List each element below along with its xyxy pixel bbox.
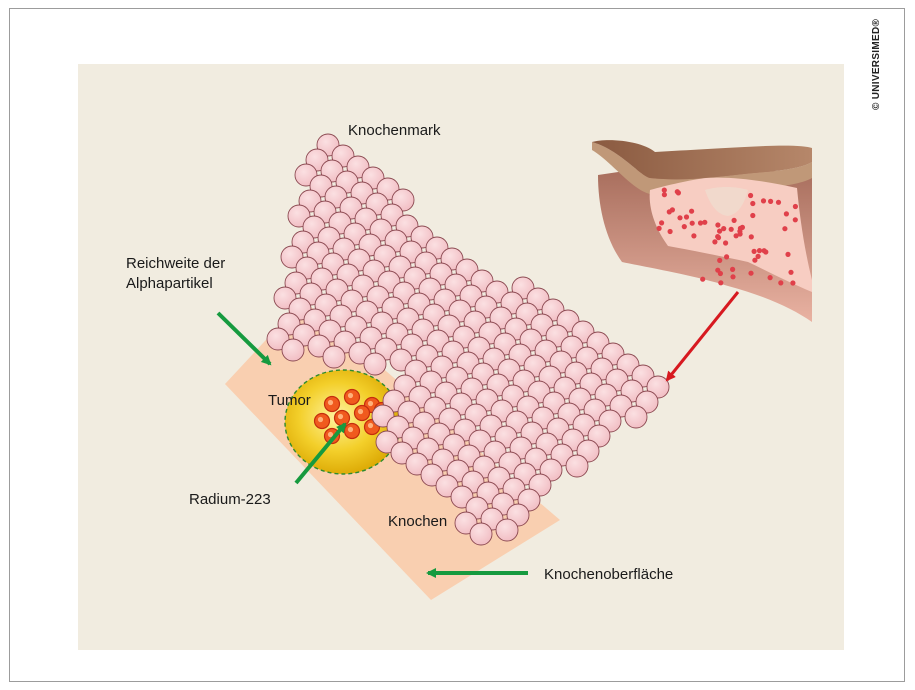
inset-marrow-dot <box>724 254 729 259</box>
inset-marrow-dot <box>723 240 728 245</box>
inset-marrow-dot <box>778 280 783 285</box>
inset-marrow-dot <box>675 189 680 194</box>
inset-marrow-dot <box>782 226 787 231</box>
label-range-line1: Reichweite der <box>126 254 225 273</box>
inset-marrow-dot <box>662 188 667 193</box>
marrow-cell <box>566 455 588 477</box>
inset-marrow-dot <box>684 214 689 219</box>
copyright-notice: © UNIVERSIMED® <box>871 19 882 110</box>
marrow-cell <box>364 353 386 375</box>
inset-marrow-dot <box>689 209 694 214</box>
inset-marrow-dot <box>748 193 753 198</box>
inset-marrow-dot <box>717 258 722 263</box>
inset-marrow-dot <box>784 211 789 216</box>
inset-marrow-dot <box>738 231 743 236</box>
marrow-cell <box>470 523 492 545</box>
inset-marrow-dot <box>756 254 761 259</box>
radium-particle-highlight <box>368 423 373 428</box>
inset-marrow-dot <box>690 221 695 226</box>
inset-marrow-dot <box>788 270 793 275</box>
label-tumor: Tumor <box>268 391 311 410</box>
label-bone-surface: Knochenoberfläche <box>544 565 673 584</box>
inset-marrow-dot <box>752 249 757 254</box>
inset-marrow-dot <box>718 271 723 276</box>
marrow-cell <box>282 339 304 361</box>
inset-marrow-dot <box>718 280 723 285</box>
label-radium-223: Radium-223 <box>189 490 271 509</box>
inset-marrow-dot <box>761 198 766 203</box>
radium-particle-highlight <box>358 409 363 414</box>
inset-marrow-dot <box>750 201 755 206</box>
inset-marrow-dot <box>715 234 720 239</box>
inset-marrow-dot <box>730 274 735 279</box>
radium-particle-highlight <box>348 427 353 432</box>
label-bone: Knochen <box>388 512 447 531</box>
inset-marrow-dot <box>721 226 726 231</box>
inset-marrow-dot <box>659 220 664 225</box>
inset-marrow-dot <box>668 229 673 234</box>
label-bone-marrow: Knochenmark <box>348 121 441 140</box>
inset-marrow-dot <box>793 204 798 209</box>
inset-marrow-dot <box>715 222 720 227</box>
inset-marrow-dot <box>768 199 773 204</box>
inset-marrow-dot <box>677 215 682 220</box>
inset-marrow-dot <box>776 200 781 205</box>
bone-cross-section-inset <box>592 140 812 322</box>
marrow-cell <box>496 519 518 541</box>
inset-marrow-dot <box>691 233 696 238</box>
radium-particle-highlight <box>338 414 343 419</box>
inset-marrow-dot <box>768 275 773 280</box>
inset-marrow-dot <box>785 252 790 257</box>
radium-particle-highlight <box>318 417 323 422</box>
inset-marrow-dot <box>712 239 717 244</box>
inset-marrow-dot <box>682 224 687 229</box>
label-range-line2: Alphapartikel <box>126 274 213 293</box>
inset-marrow-dot <box>748 271 753 276</box>
radium-particle-highlight <box>368 401 373 406</box>
inset-pointer-arrow <box>667 292 738 380</box>
inset-marrow-dot <box>762 248 767 253</box>
inset-marrow-dot <box>732 218 737 223</box>
inset-marrow-dot <box>749 234 754 239</box>
inset-marrow-dot <box>657 226 662 231</box>
inset-marrow-dot <box>790 280 795 285</box>
inset-marrow-dot <box>698 220 703 225</box>
inset-marrow-dot <box>793 217 798 222</box>
inset-marrow-dot <box>662 192 667 197</box>
marrow-cell <box>625 406 647 428</box>
range-arrow <box>218 313 270 364</box>
radium-particle-highlight <box>328 400 333 405</box>
inset-marrow-dot <box>750 213 755 218</box>
inset-marrow-dot <box>730 267 735 272</box>
marrow-cell <box>323 346 345 368</box>
inset-marrow-dot <box>757 248 762 253</box>
inset-marrow-dot <box>729 227 734 232</box>
inset-marrow-dot <box>670 207 675 212</box>
radium-particle-highlight <box>348 393 353 398</box>
inset-marrow-dot <box>700 277 705 282</box>
